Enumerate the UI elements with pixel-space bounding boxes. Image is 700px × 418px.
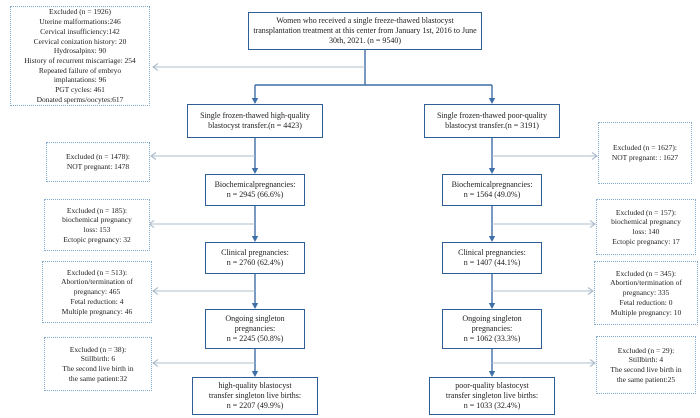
text-line: Fetal reduction: 4 (70, 296, 124, 306)
text-line: Abortion/termination of (610, 278, 682, 288)
text-line: the same patient:25 (616, 374, 676, 384)
text-line: transplantation treatment at this center… (253, 26, 477, 35)
box-hq-excluded-abortion: Excluded (n = 513):Abortion/termination … (42, 261, 152, 323)
text-line: high-quality blastocyst (218, 381, 292, 390)
box-hq-excluded-not-pregnant: Excluded (n = 1478):NOT pregnant: 1478 (46, 142, 150, 182)
text-line: Ectopic pregnancy: 32 (63, 234, 131, 244)
text-line: Ongoing singleton (462, 314, 522, 323)
text-line: transfer singleton live births: (208, 391, 302, 400)
text-line: Multiple pregnancy: 46 (61, 306, 133, 316)
text-line: Fetal reduction: 0 (619, 297, 673, 307)
text-line: Biochemicalpregnancies: (451, 180, 533, 189)
text-line: Hydrosalpinx: 90 (53, 46, 107, 56)
text-line: NOT pregnant: 1478 (66, 162, 130, 171)
box-pq-excluded-not-pregnant: Excluded (n = 1627):NOT pregnant: : 1627 (598, 122, 692, 184)
text-line: The second live birth in (610, 365, 682, 374)
text-line: Biochemicalpregnancies: (214, 180, 296, 189)
text-line: Excluded (n = 1478): (65, 152, 130, 162)
text-line: Repeated failure of embryo (38, 65, 122, 75)
text-line: Single frozen-thawed high-quality (200, 111, 310, 120)
text-line: n = 1033 (32.4%) (463, 401, 521, 410)
text-line: Women who received a single freeze-thawe… (276, 16, 454, 25)
text-line: Excluded (n = 345): (615, 268, 677, 278)
box-pq-biochemical-pregnancies: Biochemicalpregnancies:n = 1564 (49.0%) (442, 174, 542, 206)
text-line: The second live birth in (62, 364, 134, 373)
text-line: poor-quality blastocyst (455, 381, 529, 390)
text-line: loss: 153 (83, 225, 111, 234)
text-line: PGT cycles: 461 (55, 85, 105, 95)
text-line: Ongoing singleton (225, 314, 285, 323)
text-line: NOT pregnant: : 1627 (611, 153, 679, 162)
text-line: pregnancy: 465 (73, 287, 121, 297)
text-line: blastocyst transfer.(n = 3191) (445, 121, 539, 130)
box-pq-excluded-biochemical-loss: Excluded (n = 157):biochemical pregnancy… (596, 199, 696, 255)
box-pq-clinical-pregnancies: Clinical pregnancies:n = 1407 (44.1%) (442, 242, 542, 274)
text-line: Stillbirth: 4 (628, 355, 664, 365)
text-line: Stillbirth: 6 (80, 354, 116, 364)
box-hq-excluded-biochemical-loss: Excluded (n = 185):biochemical pregnancy… (44, 199, 150, 251)
text-line: 30th, 2021. (n = 9540) (328, 36, 402, 45)
text-line: n = 2945 (66.6%) (226, 190, 284, 199)
text-line: Excluded (n = 1627): (612, 143, 677, 153)
box-total-population: Women who received a single freeze-thawe… (248, 12, 482, 50)
text-line: Excluded (n = 1926) (49, 7, 111, 17)
text-line: Excluded (n = 513): (66, 267, 128, 277)
text-line: Single frozen-thawed poor-quality (436, 111, 548, 120)
text-line: History of recurrent miscarriage: 254 (24, 56, 136, 65)
text-line: the same patient:32 (68, 373, 128, 383)
text-line: n = 1062 (33.3%) (463, 334, 521, 343)
text-line: Excluded (n = 29): (617, 345, 675, 355)
text-line: Ectopic pregnancy: 17 (612, 236, 680, 246)
text-line: Excluded (n = 38): (69, 344, 127, 354)
text-line: n = 2245 (50.8%) (226, 334, 284, 343)
text-line: n = 1407 (44.1%) (463, 258, 521, 267)
text-line: n = 2760 (62.4%) (226, 258, 284, 267)
text-line: n = 2207 (49.9%) (226, 401, 284, 410)
text-line: Uterine malformations:246 (39, 17, 121, 27)
text-line: Cervical conization history: 20 (33, 36, 127, 46)
text-line: Clinical pregnancies: (221, 248, 289, 257)
box-pq-excluded-abortion: Excluded (n = 345):Abortion/termination … (594, 261, 698, 325)
box-hq-biochemical-pregnancies: Biochemicalpregnancies:n = 2945 (66.6%) (205, 174, 305, 206)
text-line: pregnancy: 335 (622, 288, 670, 298)
text-line: Multiple pregnancy: 10 (610, 307, 682, 317)
text-line: Clinical pregnancies: (458, 248, 526, 257)
text-line: Cervical insufficiency:142 (40, 26, 120, 36)
text-line: Excluded (n = 185): (66, 205, 128, 215)
text-line: Excluded (n = 157): (615, 207, 677, 217)
text-line: biochemical pregnancy (62, 215, 132, 225)
text-line: biochemical pregnancy (611, 217, 681, 227)
text-line: implantations: 96 (53, 75, 107, 85)
text-line: Donated sperms/oocytes:617 (36, 94, 124, 104)
text-line: transfer singleton live births: (445, 391, 539, 400)
text-line: blastocyst transfer.(n = 4423) (208, 121, 302, 130)
text-line: pregnancies: (471, 324, 513, 333)
text-line: loss: 140 (632, 227, 660, 236)
box-excluded-initial: Excluded (n = 1926)Uterine malformations… (10, 6, 150, 106)
text-line: n = 1564 (49.0%) (463, 190, 521, 199)
text-line: Abortion/termination of (61, 277, 133, 287)
text-line: pregnancies: (234, 324, 276, 333)
box-hq-clinical-pregnancies: Clinical pregnancies:n = 2760 (62.4%) (205, 242, 305, 274)
